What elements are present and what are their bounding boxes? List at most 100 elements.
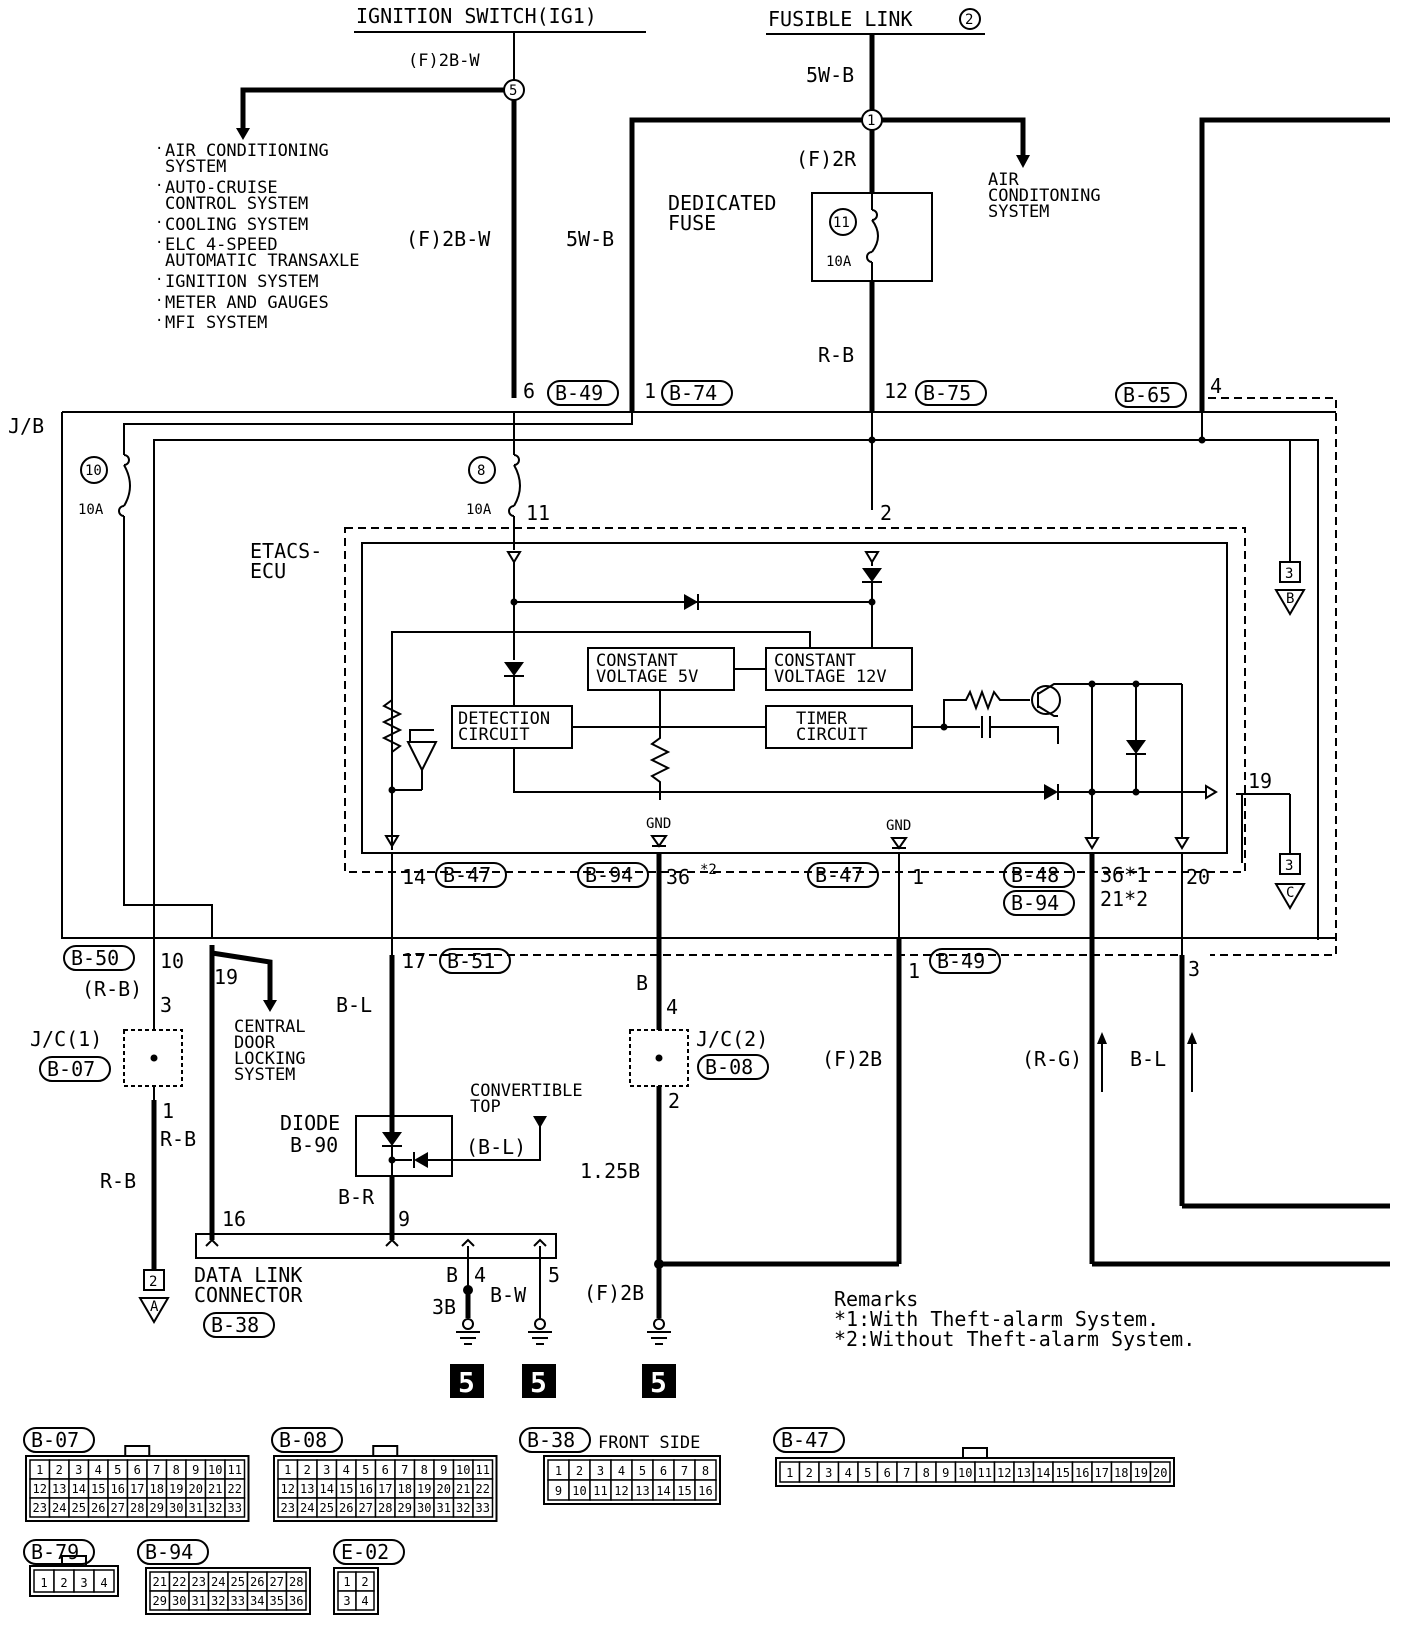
connector-pin-number: 4	[343, 1463, 350, 1477]
constant-5v-label: CONSTANT	[596, 651, 678, 671]
wire-f2bw-mid: (F)2B-W	[406, 227, 491, 251]
connector-b47-left: B-47	[443, 863, 491, 887]
connector-pin-number: 1	[343, 1575, 350, 1589]
connector-pin-number: 13	[52, 1482, 66, 1496]
connector-pin-number: 6	[134, 1463, 141, 1477]
connector-pin-number: 14	[320, 1482, 334, 1496]
connector-b38: B-38	[211, 1313, 259, 1337]
connector-pin-number: 13	[1017, 1466, 1031, 1480]
connector-pin-number: 14	[656, 1484, 670, 1498]
timer-circuit-label: TIMER	[796, 709, 848, 729]
connector-pin-number: 7	[153, 1463, 160, 1477]
detection-circuit-label: DETECTION	[458, 709, 550, 729]
constant-12v-label: CONSTANT	[774, 651, 856, 671]
connector-pin-number: 13	[635, 1484, 649, 1498]
connector-pin-number: 11	[978, 1466, 992, 1480]
connector-pin-number: 2	[304, 1463, 311, 1477]
connector-pin-number: 16	[698, 1484, 712, 1498]
connector-pin-number: 26	[339, 1501, 353, 1515]
connector-pin-number: 8	[421, 1463, 428, 1477]
wire-5wb-mid: 5W-B	[566, 227, 614, 251]
connector-view-name: B-79	[31, 1540, 79, 1564]
connector-view-name: B-94	[145, 1540, 193, 1564]
wire-bl-1: B-L	[336, 993, 372, 1017]
connector-pin-number: 3	[597, 1464, 604, 1478]
connector-view-name: E-02	[341, 1540, 389, 1564]
connector-pin-number: 8	[923, 1466, 930, 1480]
connector-pin-number: 23	[192, 1575, 206, 1589]
data-link-connector-box	[195, 1233, 557, 1259]
connector-pin-number: 3	[343, 1594, 350, 1608]
pin-3-jb: 3	[1188, 957, 1200, 981]
connector-pin-number: 9	[440, 1463, 447, 1477]
connector-pin-number: 2	[361, 1575, 368, 1589]
wire-rb-fuse: R-B	[818, 343, 854, 367]
connector-pin-number: 20	[437, 1482, 451, 1496]
system-item: AUTOMATIC TRANSAXLE	[165, 251, 359, 271]
jc2-label: J/C(2)	[696, 1027, 768, 1051]
connector-pin-number: 31	[189, 1501, 203, 1515]
svg-text:·: ·	[155, 215, 163, 231]
pin-21-right: 21*2	[1100, 887, 1148, 911]
connector-view-name: B-07	[31, 1428, 79, 1452]
fuse-8-amperage: 10A	[466, 502, 492, 518]
connector-view-name: B-08	[279, 1428, 327, 1452]
ref-3-c: 3	[1285, 858, 1293, 874]
ground-symbol	[528, 1318, 552, 1345]
constant-5v-label: VOLTAGE 5V	[596, 667, 698, 687]
connector-pin-number: 17	[130, 1482, 144, 1496]
connector-pin-number: 20	[1153, 1466, 1167, 1480]
connector-pin-number: 4	[618, 1464, 625, 1478]
connector-pin-number: 27	[111, 1501, 125, 1515]
fusible-link-number: 2	[965, 12, 973, 28]
central-door-label: CENTRAL	[234, 1017, 306, 1037]
diode-b90-box	[355, 1115, 453, 1177]
wire-rb-2: R-B	[100, 1169, 136, 1193]
connector-pin-number: 17	[1095, 1466, 1109, 1480]
connector-pin-number: 2	[576, 1464, 583, 1478]
connector-pin-number: 24	[52, 1501, 66, 1515]
connector-pin-number: 33	[228, 1501, 242, 1515]
connector-pin-number: 1	[40, 1576, 47, 1590]
wire-5wb-top: 5W-B	[806, 63, 854, 87]
connector-pin-number: 18	[398, 1482, 412, 1496]
wire-f2b-mid: (F)2B	[822, 1047, 882, 1071]
front-side-label: FRONT SIDE	[598, 1433, 700, 1453]
sheet-a-label: A	[150, 1299, 159, 1315]
pin-6: 6	[523, 379, 535, 403]
connector-pin-number: 2	[806, 1466, 813, 1480]
connector-pin-number: 12	[33, 1482, 47, 1496]
detection-circuit-label: CIRCUIT	[458, 725, 530, 745]
pin-1-jb: 1	[908, 959, 920, 983]
connector-pin-number: 3	[75, 1463, 82, 1477]
connector-housing	[775, 1457, 1175, 1487]
fuse-8-number: 8	[477, 463, 485, 479]
connector-pin-number: 28	[378, 1501, 392, 1515]
ref-3-b: 3	[1285, 566, 1293, 582]
connector-pin-number: 9	[942, 1466, 949, 1480]
connector-pin-number: 8	[173, 1463, 180, 1477]
diode-label: DIODE	[280, 1111, 340, 1135]
connector-pin-number: 25	[72, 1501, 86, 1515]
sheet-b-label: B	[1286, 591, 1294, 607]
connector-pin-cell	[285, 1590, 307, 1611]
connector-pin-number: 27	[270, 1575, 284, 1589]
system-item: AIR CONDITIONING	[165, 141, 329, 161]
pin-4-top: 4	[1210, 374, 1222, 398]
connector-b75: B-75	[923, 381, 971, 405]
connector-view-name: B-47	[781, 1428, 829, 1452]
wire-br: B-R	[338, 1185, 375, 1209]
connector-pin-number: 4	[361, 1594, 368, 1608]
connector-b74: B-74	[669, 381, 717, 405]
connector-housing	[273, 1455, 498, 1522]
connector-pin-number: 26	[91, 1501, 105, 1515]
connector-housing	[333, 1567, 379, 1615]
connector-pin-cell	[355, 1590, 375, 1611]
connector-pin-number: 32	[208, 1501, 222, 1515]
connector-housing	[145, 1567, 311, 1615]
connector-pin-number: 15	[677, 1484, 691, 1498]
connector-pin-number: 4	[95, 1463, 102, 1477]
connector-pin-number: 32	[456, 1501, 470, 1515]
pin-16: 16	[222, 1207, 246, 1231]
connector-pin-number: 29	[150, 1501, 164, 1515]
